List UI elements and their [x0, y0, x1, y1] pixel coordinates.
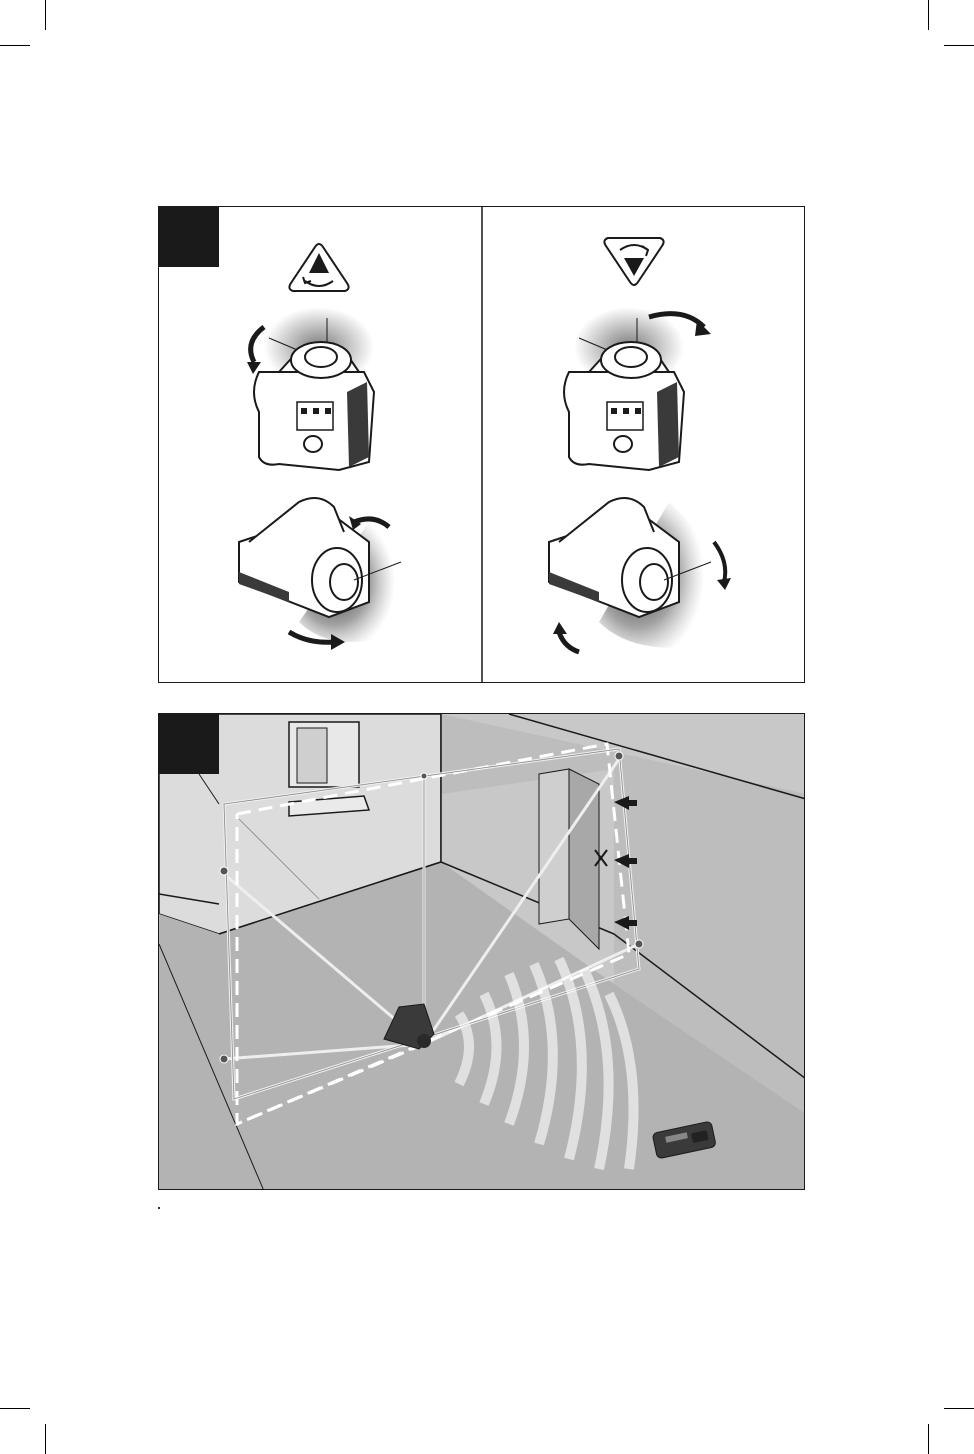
laser-device-lying-left [239, 498, 401, 650]
figure-tag-top [159, 207, 219, 267]
laser-device-lying-right [549, 498, 731, 652]
crop-mark-tr-h [944, 45, 974, 46]
figure-top [158, 206, 805, 683]
crop-mark-br-v [928, 1424, 929, 1454]
figure-tag-bottom [159, 714, 219, 774]
laser-device-upright-right [564, 307, 711, 470]
page-dot [158, 1207, 160, 1209]
figure-top-illustration [159, 207, 805, 683]
rotate-cw-icon [604, 238, 663, 285]
crop-mark-bl-v [45, 1424, 46, 1454]
figure-bottom [158, 713, 805, 1190]
figure-bottom-illustration [159, 714, 805, 1190]
crop-mark-tr-v [928, 0, 929, 30]
crop-mark-bl-h [0, 1408, 30, 1409]
laser-device-upright-left [247, 307, 374, 470]
crop-mark-tl-v [45, 0, 46, 30]
rotate-ccw-icon [289, 244, 348, 293]
crop-mark-br-h [944, 1408, 974, 1409]
crop-mark-tl-h [0, 45, 30, 46]
